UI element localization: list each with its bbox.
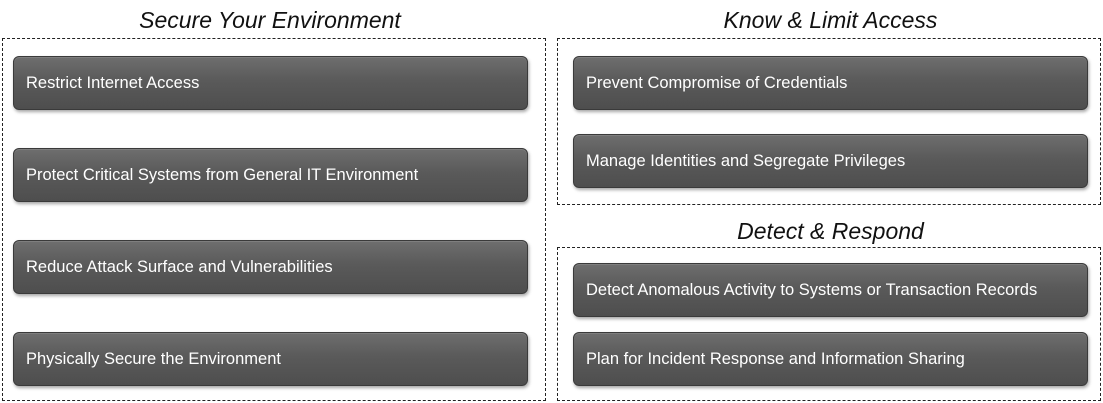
know-and-limit-access-group xyxy=(557,38,1101,205)
item-protect-critical-systems: Protect Critical Systems from General IT… xyxy=(13,148,528,202)
detect-and-respond-group xyxy=(557,247,1101,401)
item-physically-secure-environment: Physically Secure the Environment xyxy=(13,332,528,386)
secure-your-environment-group xyxy=(2,38,546,401)
section-title-know-and-limit-access: Know & Limit Access xyxy=(723,7,938,33)
item-detect-anomalous-activity: Detect Anomalous Activity to Systems or … xyxy=(573,263,1088,317)
item-manage-identities: Manage Identities and Segregate Privileg… xyxy=(573,134,1088,188)
item-prevent-compromise-of-credentials: Prevent Compromise of Credentials xyxy=(573,56,1088,110)
item-restrict-internet-access: Restrict Internet Access xyxy=(13,56,528,110)
section-title-secure-your-environment: Secure Your Environment xyxy=(139,7,401,33)
item-reduce-attack-surface: Reduce Attack Surface and Vulnerabilitie… xyxy=(13,240,528,294)
item-plan-for-incident-response: Plan for Incident Response and Informati… xyxy=(573,332,1088,386)
section-title-detect-and-respond: Detect & Respond xyxy=(737,218,924,244)
